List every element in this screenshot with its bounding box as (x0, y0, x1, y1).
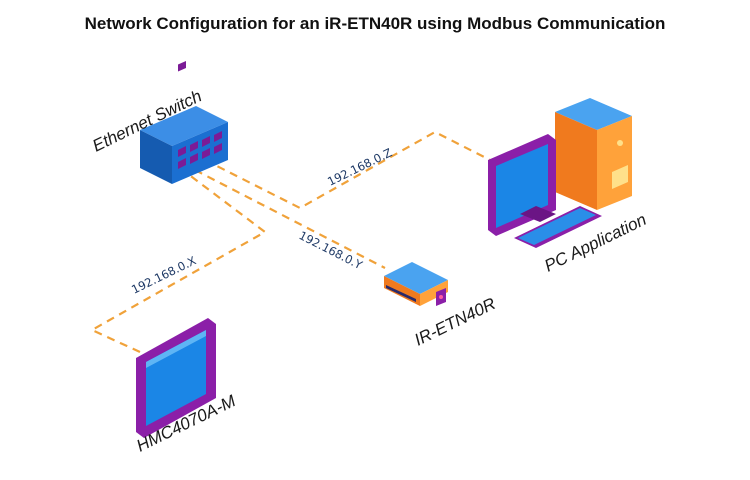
ip-hmi: 192.168.0.X (129, 253, 198, 296)
link-switch-module (194, 169, 386, 269)
hmc4070a-m-hmi-icon (136, 318, 216, 438)
ethernet-switch-icon (140, 61, 228, 184)
ip-pc: 192.168.0.Z (325, 145, 394, 188)
diagram-title: Network Configuration for an iR-ETN40R u… (84, 14, 666, 33)
connections (89, 130, 491, 353)
link-switch-pc (204, 130, 491, 210)
ip-module: 192.168.0.Y (297, 228, 366, 272)
pc-workstation-icon (488, 98, 632, 248)
ir-etn40r-module-icon (384, 262, 448, 306)
